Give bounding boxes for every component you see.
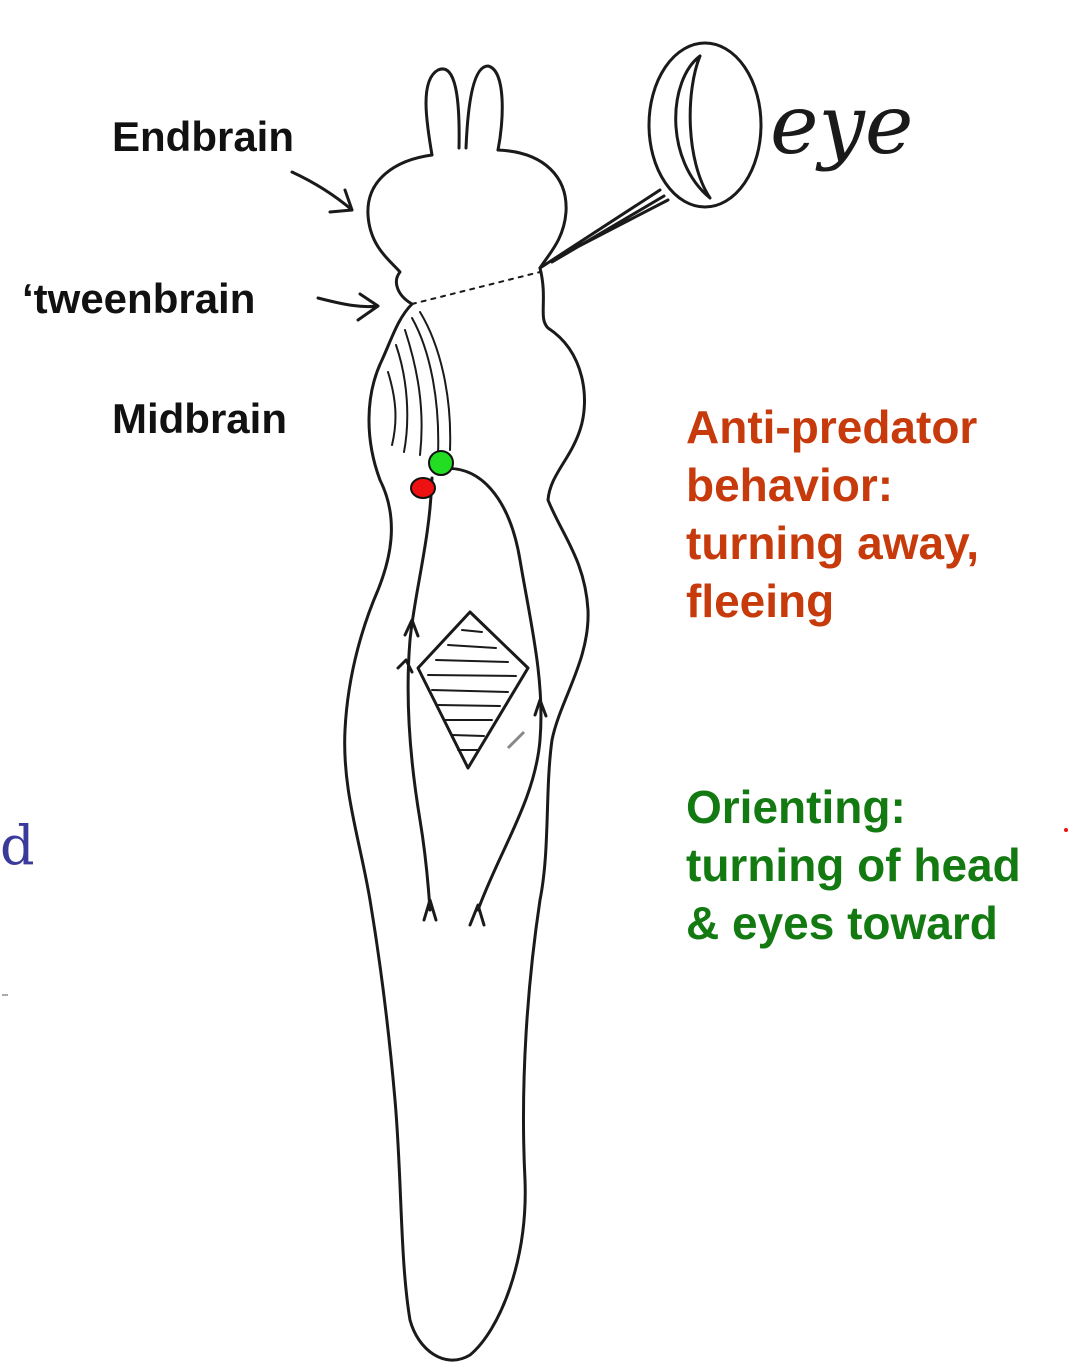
tract-right bbox=[435, 468, 541, 910]
tweenbrain-label: ‘tweenbrain bbox=[22, 278, 255, 320]
anti-predator-line-1: Anti-predator bbox=[686, 398, 979, 456]
tectum-striations bbox=[388, 312, 450, 455]
green-marker bbox=[429, 451, 453, 475]
endbrain-outline-right bbox=[498, 150, 566, 268]
olfactory-bulbs bbox=[426, 66, 502, 155]
orienting-text: Orienting: turning of head & eyes toward bbox=[686, 778, 1021, 952]
orienting-line-2: turning of head bbox=[686, 836, 1021, 894]
tweenbrain-arrow bbox=[318, 294, 378, 320]
brain-right-outline bbox=[345, 268, 588, 1360]
endbrain-label: Endbrain bbox=[112, 116, 294, 158]
eye-label: eye bbox=[770, 78, 913, 173]
midbrain-label: Midbrain bbox=[112, 398, 287, 440]
anti-predator-line-3: turning away, bbox=[686, 514, 979, 572]
eye-inner bbox=[676, 56, 710, 198]
endbrain-outline bbox=[368, 155, 432, 304]
grey-tick bbox=[508, 732, 524, 748]
anti-predator-text: Anti-predator behavior: turning away, fl… bbox=[686, 398, 979, 630]
tweenbrain-dashed-line bbox=[412, 272, 540, 304]
optic-nerve bbox=[540, 190, 668, 268]
tract-left bbox=[408, 478, 432, 910]
endbrain-arrow bbox=[292, 172, 352, 212]
orienting-line-1: Orienting: bbox=[686, 778, 1021, 836]
tract-arrow-5 bbox=[470, 905, 484, 925]
hatched-lines bbox=[428, 630, 516, 750]
stray-left-text: d bbox=[0, 814, 35, 877]
red-dot bbox=[1064, 828, 1068, 832]
eye-outline bbox=[649, 43, 761, 207]
orienting-line-3: & eyes toward bbox=[686, 894, 1021, 952]
anti-predator-line-2: behavior: bbox=[686, 456, 979, 514]
red-marker bbox=[411, 478, 435, 498]
anti-predator-line-4: fleeing bbox=[686, 572, 979, 630]
